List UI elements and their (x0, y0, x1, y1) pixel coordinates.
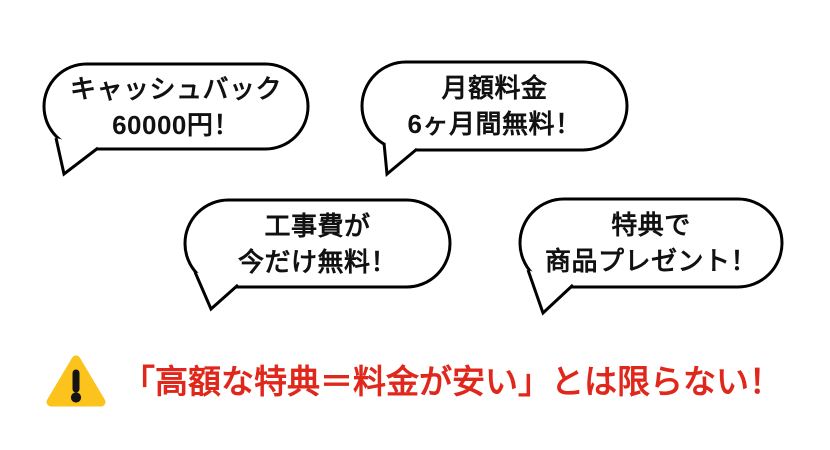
bubble-line: 特典で (611, 210, 691, 240)
bubble-text-construction-fee: 工事費が 今だけ無料！ (185, 200, 450, 287)
speech-bubble-monthly-fee: 月額料金 6ヶ月間無料！ (360, 60, 629, 178)
warning-text: 「高額な特典＝料金が安い」とは限らない！ (122, 362, 782, 400)
warning-triangle-icon (46, 355, 106, 407)
speech-bubble-shape (360, 60, 629, 177)
bubble-text-monthly-fee: 月額料金 6ヶ月間無料！ (362, 62, 627, 150)
speech-bubble-gift: 特典で 商品プレゼント！ (518, 197, 784, 317)
bubble-line: 月額料金 (441, 73, 548, 103)
speech-bubble-shape (42, 62, 310, 177)
bubble-line: 工事費が (264, 210, 371, 241)
speech-bubble-shape (518, 197, 784, 316)
speech-bubble-cashback: キャッシュバック 60000円！ (42, 62, 310, 178)
bubble-line: キャッシュバック (69, 73, 282, 104)
speech-bubble-construction-fee: 工事費が 今だけ無料！ (183, 198, 452, 313)
bubble-line: 今だけ無料！ (237, 246, 397, 277)
bubble-text-gift: 特典で 商品プレゼント！ (520, 199, 782, 287)
speech-bubble-shape (183, 198, 452, 312)
bubble-line: 60000円！ (112, 109, 240, 140)
bubble-text-cashback: キャッシュバック 60000円！ (44, 64, 308, 149)
warning-banner: 「高額な特典＝料金が安い」とは限らない！ (45, 350, 782, 412)
bubble-line: 6ヶ月間無料！ (407, 109, 582, 139)
bubble-line: 商品プレゼント！ (544, 246, 757, 276)
